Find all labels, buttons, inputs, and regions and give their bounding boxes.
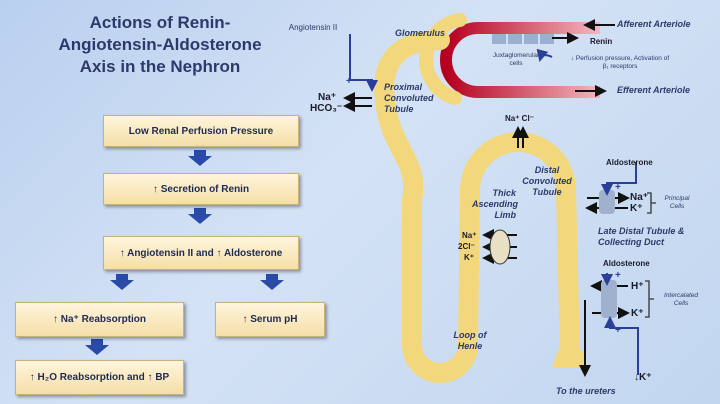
- tubule: [374, 13, 580, 383]
- tal-label: Thick Ascending Limb: [472, 188, 519, 220]
- low-k-label: ↓K⁺: [634, 372, 652, 383]
- afferent-label: Afferent Arteriole: [617, 19, 691, 29]
- ureters-label: To the ureters: [556, 386, 616, 396]
- plus-sign: +: [615, 325, 621, 336]
- principal-cells-label: Principal Cells: [664, 195, 690, 210]
- renin-label: Renin: [590, 37, 613, 46]
- tal-na: Na⁺: [462, 231, 477, 240]
- principal-na: Na⁺: [630, 192, 649, 203]
- box-h2o-bp: ↑ H₂O Reabsorption and ↑ BP: [15, 360, 184, 395]
- plus-sign: +: [346, 76, 352, 87]
- aldosterone-label-2: Aldosterone: [603, 259, 650, 268]
- intercalated-cells-label: Intercalated Cells: [664, 292, 698, 307]
- late-distal-label: Late Distal Tubule & Collecting Duct: [598, 226, 685, 247]
- tal-k: K⁺: [464, 253, 474, 262]
- aldosterone-label-1: Aldosterone: [606, 158, 653, 167]
- angiotensin-label: Angiotensin II: [288, 23, 338, 32]
- efferent-label: Efferent Arteriole: [617, 85, 691, 95]
- box-low-perfusion: Low Renal Perfusion Pressure: [103, 115, 299, 147]
- nacl-label: Na⁺ Cl⁻: [505, 114, 534, 123]
- intercalated-k: K⁺: [631, 308, 644, 319]
- principal-k: K⁺: [630, 203, 643, 214]
- loop-label: Loop of Henle: [453, 330, 487, 351]
- pct-hco3: HCO₃⁻: [310, 103, 343, 114]
- plus-sign: +: [615, 270, 621, 281]
- flow-arrows: [85, 150, 284, 355]
- page-title: Actions of Renin-Angiotensin-Aldosterone…: [58, 13, 262, 76]
- jg-cells-label: Juxtaglomerular cells: [492, 52, 540, 67]
- glomerulus-label: Glomerulus: [395, 28, 446, 38]
- box-na-reabsorption: ↑ Na⁺ Reabsorption: [15, 302, 184, 337]
- dct-label: Distal Convoluted Tubule: [522, 165, 572, 197]
- intercalated-h: H⁺: [631, 281, 644, 292]
- box-serum-ph: ↑ Serum pH: [215, 302, 325, 337]
- pct-label: Proximal Convoluted Tubule: [384, 82, 434, 114]
- plus-sign: +: [615, 182, 621, 193]
- arteriole: [440, 22, 600, 98]
- box-angiotensin-aldosterone: ↑ Angiotensin II and ↑ Aldosterone: [103, 236, 299, 270]
- box-renin-secretion: ↑ Secretion of Renin: [103, 173, 299, 205]
- pct-na: Na⁺: [318, 92, 337, 103]
- tal-2cl: 2Cl⁻: [458, 242, 475, 251]
- jg-stimulus-label: ↓ Perfusion pressure, Activation of β₁ r…: [570, 55, 670, 70]
